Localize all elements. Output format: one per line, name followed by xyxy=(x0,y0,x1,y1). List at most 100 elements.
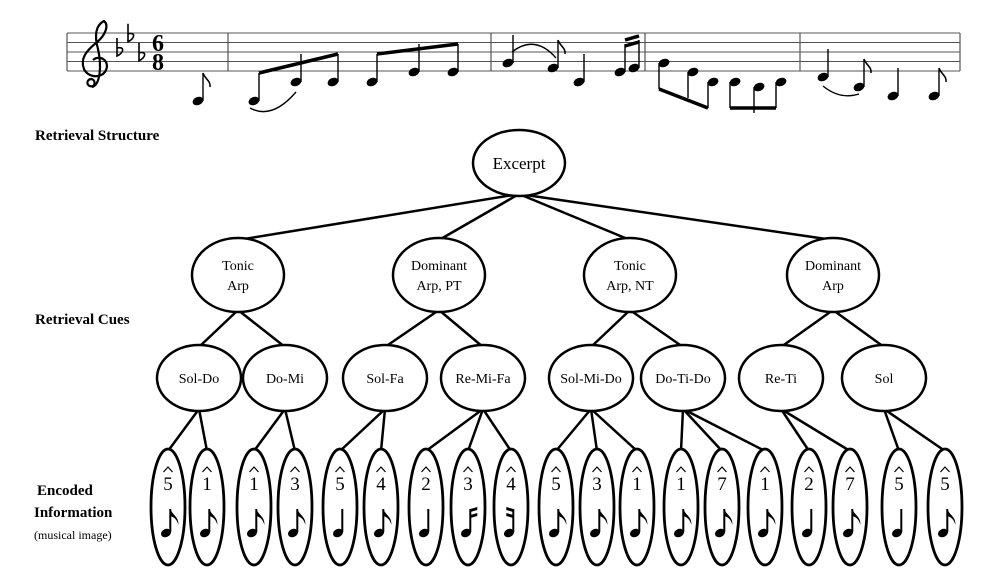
staff-note-head-icon xyxy=(573,77,585,87)
node-level2-label: Sol-Do xyxy=(179,372,219,387)
staff-note-flag-icon xyxy=(863,58,872,74)
note-head-icon xyxy=(842,528,854,538)
staff-note-head-icon xyxy=(290,77,302,87)
note-icon xyxy=(629,509,648,538)
leaf-node: 1 xyxy=(618,447,656,567)
leaf-node: 3 xyxy=(578,447,616,567)
node-level1-ellipse xyxy=(391,236,487,314)
staff-note-flag-icon xyxy=(557,39,566,55)
note-flag-icon xyxy=(639,509,648,525)
node-level2-ellipse xyxy=(341,343,429,413)
note-head-icon xyxy=(287,528,299,538)
staff-note-head-icon xyxy=(502,58,514,68)
scale-degree-label: 7 xyxy=(845,474,855,495)
node-level2-ellipse xyxy=(547,343,635,413)
leaf-node: 7 xyxy=(831,447,869,567)
time-signature-top: 6 xyxy=(152,31,164,57)
node-level2-label: Sol-Fa xyxy=(366,372,404,387)
note-head-icon xyxy=(199,528,211,538)
edge-l2-leaf xyxy=(883,407,946,453)
edge-l1-l2 xyxy=(384,308,440,349)
staff-note-head-icon xyxy=(192,96,204,106)
note-flag-icon xyxy=(383,509,392,525)
staff-note-head-icon xyxy=(628,63,640,73)
note-flag-icon xyxy=(724,509,733,525)
node-level2: Sol-Do xyxy=(155,343,243,413)
leaf-ellipse xyxy=(492,447,530,567)
note-icon xyxy=(937,509,956,538)
node-level1-label: Dominant xyxy=(805,259,861,274)
note-beam-icon xyxy=(506,507,514,512)
scale-degree-label: 1 xyxy=(632,474,642,495)
leaf-ellipse xyxy=(235,447,273,567)
scale-degree-caret-icon xyxy=(506,466,516,473)
label-information: Information xyxy=(34,505,113,521)
staff-note-flag-icon xyxy=(938,67,947,83)
note-icon xyxy=(246,509,265,538)
staff-beam-icon xyxy=(624,40,640,48)
note-flag-icon xyxy=(947,509,956,525)
flat-icon xyxy=(138,42,146,62)
note-beam-icon xyxy=(470,507,478,512)
node-level2-label: Do-Mi xyxy=(266,372,304,387)
staff-note-head-icon xyxy=(614,67,626,77)
scale-degree-label: 5 xyxy=(894,474,904,495)
staff-beam-icon xyxy=(258,52,339,75)
edge-l1-l2 xyxy=(237,309,286,348)
node-level2-label: Sol xyxy=(875,372,894,387)
edge-root-l1 xyxy=(518,192,631,242)
staff-beam-icon xyxy=(376,42,459,56)
leaf-node: 4 xyxy=(362,447,400,567)
scale-degree-caret-icon xyxy=(376,466,386,473)
note-flag-icon xyxy=(297,509,306,525)
leaf-ellipse xyxy=(276,447,314,567)
note-head-icon xyxy=(373,528,385,538)
leaf-node: 4 xyxy=(492,447,530,567)
note-beam-icon xyxy=(470,513,478,518)
scale-degree-label: 1 xyxy=(249,474,259,495)
scale-degree-label: 1 xyxy=(760,474,770,495)
scale-degree-caret-icon xyxy=(163,466,173,473)
edge-root-l1 xyxy=(438,192,520,242)
note-head-icon xyxy=(160,528,172,538)
edge-l2-leaf xyxy=(379,408,387,452)
scale-degree-caret-icon xyxy=(845,466,855,473)
leaf-ellipse xyxy=(790,447,828,567)
scale-degree-label: 3 xyxy=(463,474,473,495)
slur-icon xyxy=(822,85,860,97)
scale-degree-caret-icon xyxy=(676,466,686,473)
leaf-ellipse xyxy=(618,447,656,567)
staff-note-head-icon xyxy=(753,82,765,92)
edge-l2-leaf xyxy=(283,408,297,452)
leaf-ellipse xyxy=(449,447,487,567)
staff-note-head-icon xyxy=(887,91,899,101)
note-flag-icon xyxy=(852,509,861,525)
leaf-ellipse xyxy=(831,447,869,567)
scale-degree-caret-icon xyxy=(632,466,642,473)
scale-degree-caret-icon xyxy=(551,466,561,473)
note-head-icon xyxy=(714,528,726,538)
note-head-icon xyxy=(891,528,903,538)
slur-icon xyxy=(249,91,297,113)
scale-degree-caret-icon xyxy=(421,466,431,473)
scale-degree-label: 5 xyxy=(163,474,173,495)
time-signature-bottom: 8 xyxy=(152,50,164,76)
label-retrieval-structure: Retrieval Structure xyxy=(35,128,160,144)
edge-l1-l2 xyxy=(832,308,885,349)
node-level2: Do-Mi xyxy=(241,343,329,413)
node-level2-label: Do-Ti-Do xyxy=(655,372,711,387)
staff-note-head-icon xyxy=(547,63,559,73)
node-level1-label: Tonic xyxy=(222,259,254,274)
leaf-node: 1 xyxy=(662,447,700,567)
node-level2-ellipse xyxy=(737,343,825,413)
staff-note-head-icon xyxy=(775,77,787,87)
staff-beam-icon xyxy=(624,34,640,42)
edge-l2-leaf xyxy=(780,407,851,453)
node-level1-ellipse xyxy=(582,236,678,314)
note-icon xyxy=(673,509,692,538)
node-level2-ellipse xyxy=(155,343,243,413)
